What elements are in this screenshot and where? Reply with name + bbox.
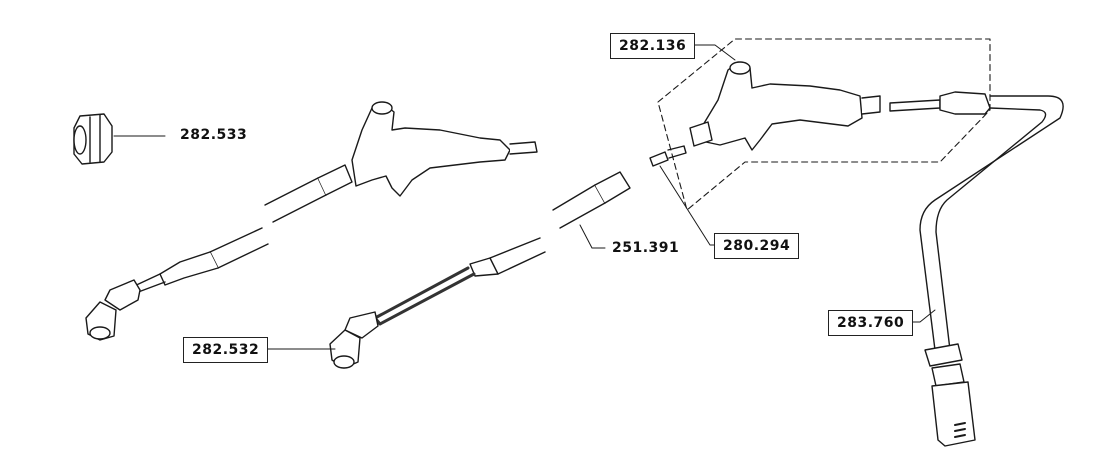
nozzle-cap-drawing — [73, 113, 166, 165]
part-number-282-532: 282.532 — [183, 337, 269, 363]
hose-drawing — [919, 95, 1064, 447]
part-number-282-533: 282.533 — [180, 127, 248, 143]
part-number-283-760: 283.760 — [828, 310, 914, 336]
assembly-boundary — [657, 38, 991, 211]
right-grip-drawing — [689, 61, 991, 151]
part-number-280-294: 280.294 — [714, 233, 800, 259]
left-lance-drawing — [85, 101, 538, 341]
part-number-282-136: 282.136 — [610, 33, 696, 59]
middle-lance-drawing — [329, 145, 687, 369]
part-number-251-391: 251.391 — [612, 240, 680, 256]
